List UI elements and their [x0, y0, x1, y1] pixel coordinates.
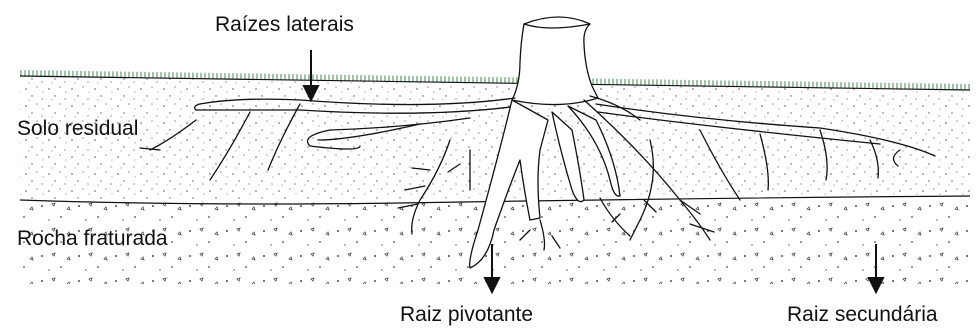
taproot-label: Raiz pivotante	[400, 304, 533, 325]
fractured-rock-label: Rocha fraturada	[17, 228, 168, 249]
residual-soil-label: Solo residual	[17, 118, 138, 139]
secondary-root-label: Raiz secundária	[787, 304, 938, 325]
lateral-roots-label: Raízes laterais	[215, 14, 354, 35]
